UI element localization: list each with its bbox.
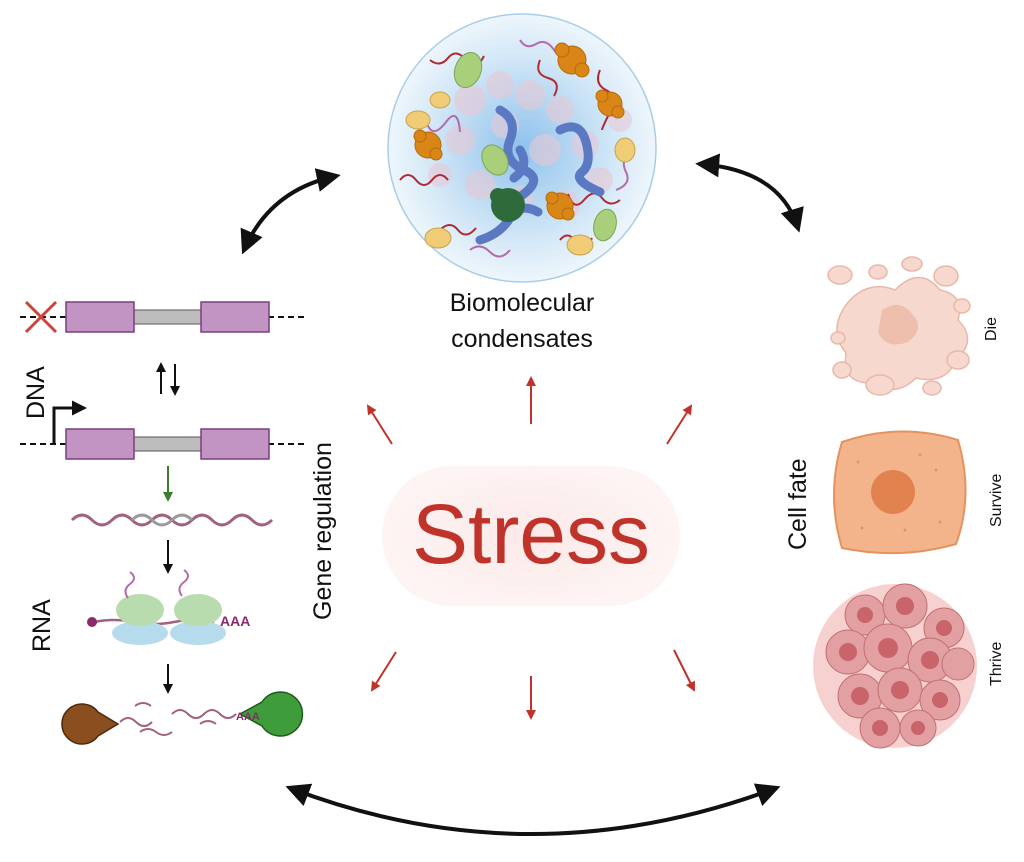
repressed-gene (20, 300, 304, 334)
exonuclease-5-icon (61, 703, 120, 745)
stress-arrow-down-right (673, 649, 695, 692)
stress-arrows (366, 376, 695, 720)
stress-bubble (382, 466, 680, 606)
dying-cell-icon (827, 256, 971, 396)
decay-poly-a-label: AAA (236, 711, 260, 723)
repression-x-icon (24, 300, 58, 334)
translation-ribosomes (87, 569, 226, 645)
arrow-gene-cellfate (285, 783, 781, 836)
stress-arrow-up-right (666, 404, 693, 445)
condensates-label-line2: condensates (451, 325, 593, 353)
fate-die-label: Die (983, 317, 1000, 341)
rna-label: RNA (28, 599, 56, 652)
surviving-cell-icon (833, 430, 967, 555)
promoter-arrow-icon (52, 400, 87, 444)
arrow-gene-condensate (240, 168, 341, 255)
active-gene (20, 400, 304, 460)
thriving-cells-icon (813, 583, 977, 749)
gene-regulation-label: Gene regulation (309, 442, 337, 620)
dna-label: DNA (22, 366, 50, 419)
arrow-condensate-cellfate (695, 153, 804, 233)
rna-decay (61, 691, 304, 745)
cell-fate-label: Cell fate (784, 458, 812, 550)
stress-arrow-up-left (366, 404, 393, 445)
exonuclease-3-icon (238, 691, 304, 737)
fate-thrive-label: Thrive (988, 641, 1005, 686)
condensate-droplet (387, 13, 657, 283)
fate-survive-label: Survive (988, 474, 1005, 527)
stress-label: Stress (412, 487, 650, 581)
stress-arrow-down-left (370, 651, 397, 692)
condensates-label-line1: Biomolecular (450, 289, 595, 317)
poly-a-tail-label: AAA (220, 613, 250, 629)
